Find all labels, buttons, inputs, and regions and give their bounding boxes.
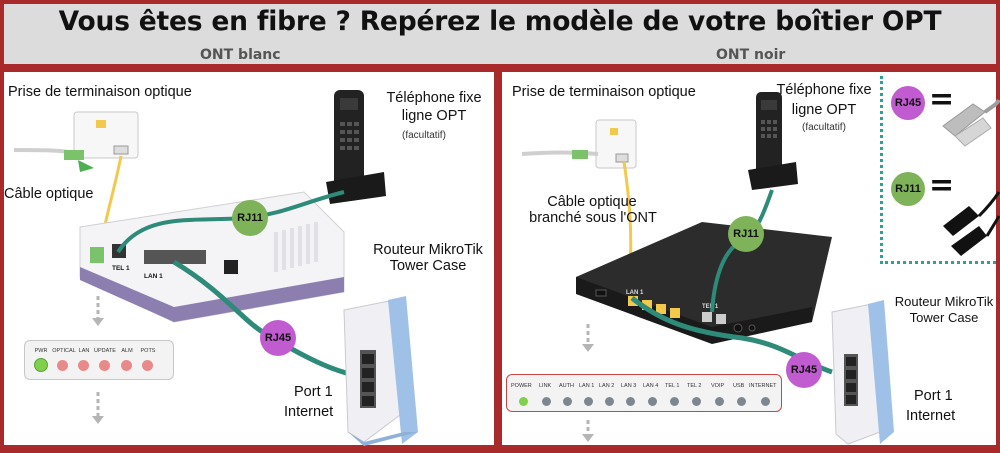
phone-label-line2: ligne OPT [401, 108, 467, 124]
led-label: LAN 3 [621, 383, 637, 389]
rj11-cable-icon [943, 191, 1000, 256]
phone-label-line1: Téléphone fixe [386, 90, 482, 106]
router-label-line1: Routeur MikroTik [373, 242, 483, 258]
led-tel2 [692, 397, 701, 406]
led-lan1 [584, 397, 593, 406]
led-panel-black: POWER LINK AUTH LAN 1 LAN 2 LAN 3 LAN 4 … [506, 374, 782, 412]
led-label: TEL 1 [665, 383, 680, 389]
port-label-line1: Port 1 [294, 384, 333, 400]
led-auth [563, 397, 572, 406]
led-voip [715, 397, 724, 406]
page-title: Vous êtes en fibre ? Repérez le modèle d… [58, 6, 942, 37]
led-tel1 [670, 397, 679, 406]
panel-white-ont: TEL 1 LAN 1 [4, 72, 494, 446]
legend-rj45-badge: RJ45 [891, 86, 925, 120]
router-icon [343, 296, 418, 446]
led-panel-white: PWR OPTICAL LAN UPDATE ALM POTS [24, 340, 174, 380]
port-label-line2: Internet [906, 408, 956, 424]
led-optical [57, 360, 68, 371]
phone-icon [326, 90, 386, 204]
column-label-white-ont: ONT blanc [200, 47, 281, 63]
white-ont-illustration: TEL 1 LAN 1 [13, 90, 418, 446]
led-label: USB [733, 383, 745, 389]
phone-icon [748, 92, 798, 190]
rj45-cable-icon [942, 98, 1000, 147]
router-icon [831, 300, 894, 445]
optical-cable-label-line1: Câble optique [547, 194, 637, 210]
led-label: AUTH [559, 383, 574, 389]
port-lan-label: LAN 1 [626, 290, 644, 296]
led-label: UPDATE [94, 348, 116, 354]
panel-black-ont: LAN 1 TEL 1 [502, 72, 1000, 445]
led-update [99, 360, 110, 371]
port-lan-label: LAN 1 [144, 273, 163, 280]
led-label: LAN 2 [599, 383, 615, 389]
port-label-line1: Port 1 [914, 388, 953, 404]
led-label: POWER [511, 383, 532, 389]
rj45-badge: RJ45 [260, 320, 296, 356]
optical-outlet-label: Prise de terminaison optique [8, 84, 192, 100]
optical-outlet-icon [595, 119, 637, 169]
led-label: INTERNET [749, 383, 777, 389]
column-label-black-ont: ONT noir [716, 47, 786, 63]
arrow-icon [78, 160, 94, 172]
led-alm [121, 360, 132, 371]
led-label: LAN 1 [579, 383, 595, 389]
led-lan3 [626, 397, 635, 406]
led-internet [761, 397, 770, 406]
led-usb [737, 397, 746, 406]
header: Vous êtes en fibre ? Repérez le modèle d… [4, 4, 996, 64]
cable-legend: RJ45 = RJ11 = [880, 76, 1000, 264]
led-label: LAN 4 [643, 383, 659, 389]
phone-label-line1: Téléphone fixe [776, 82, 872, 98]
optical-cable-label: Câble optique [4, 186, 94, 202]
led-lan2 [605, 397, 614, 406]
router-label-line2: Tower Case [909, 310, 979, 325]
led-power [519, 397, 528, 406]
led-lan4 [648, 397, 657, 406]
optical-outlet-icon [73, 111, 139, 159]
legend-rj11-badge: RJ11 [891, 172, 925, 206]
black-ont-icon [576, 222, 832, 344]
router-label-line2: Tower Case [389, 258, 467, 274]
optional-label: (facultatif) [802, 122, 846, 133]
led-pwr [34, 358, 48, 372]
legend-equals: = [929, 82, 955, 117]
fiber-connector-icon [572, 150, 588, 159]
led-label: VOIP [711, 383, 725, 389]
black-ont-illustration: LAN 1 TEL 1 [521, 92, 894, 445]
led-lan [78, 360, 89, 371]
fiber-connector-icon [64, 150, 84, 160]
optical-cable-label-line2: branché sous l'ONT [529, 210, 657, 226]
white-ont-icon [79, 191, 345, 323]
optical-outlet-label: Prise de terminaison optique [512, 84, 696, 100]
port-tel-label: TEL 1 [112, 265, 130, 272]
phone-label-line2: ligne OPT [791, 102, 857, 118]
led-label: LINK [539, 383, 552, 389]
led-link [542, 397, 551, 406]
led-label: TEL 2 [687, 383, 702, 389]
led-label: POTS [140, 348, 156, 354]
down-arrow-icon [582, 324, 594, 442]
down-arrow-icon [92, 296, 104, 424]
rj11-badge: RJ11 [728, 216, 764, 252]
fiber-cable [521, 150, 599, 156]
led-label: OPTICAL [52, 348, 76, 354]
rj45-badge: RJ45 [786, 352, 822, 388]
optional-label: (facultatif) [402, 130, 446, 141]
legend-equals-2: = [929, 168, 955, 203]
port-label-line2: Internet [284, 404, 334, 420]
led-label: LAN [78, 348, 90, 354]
rj11-badge: RJ11 [232, 200, 268, 236]
led-label: PWR [34, 348, 48, 354]
led-label: ALM [121, 348, 133, 354]
led-pots [142, 360, 153, 371]
router-label-line1: Routeur MikroTik [894, 294, 994, 309]
